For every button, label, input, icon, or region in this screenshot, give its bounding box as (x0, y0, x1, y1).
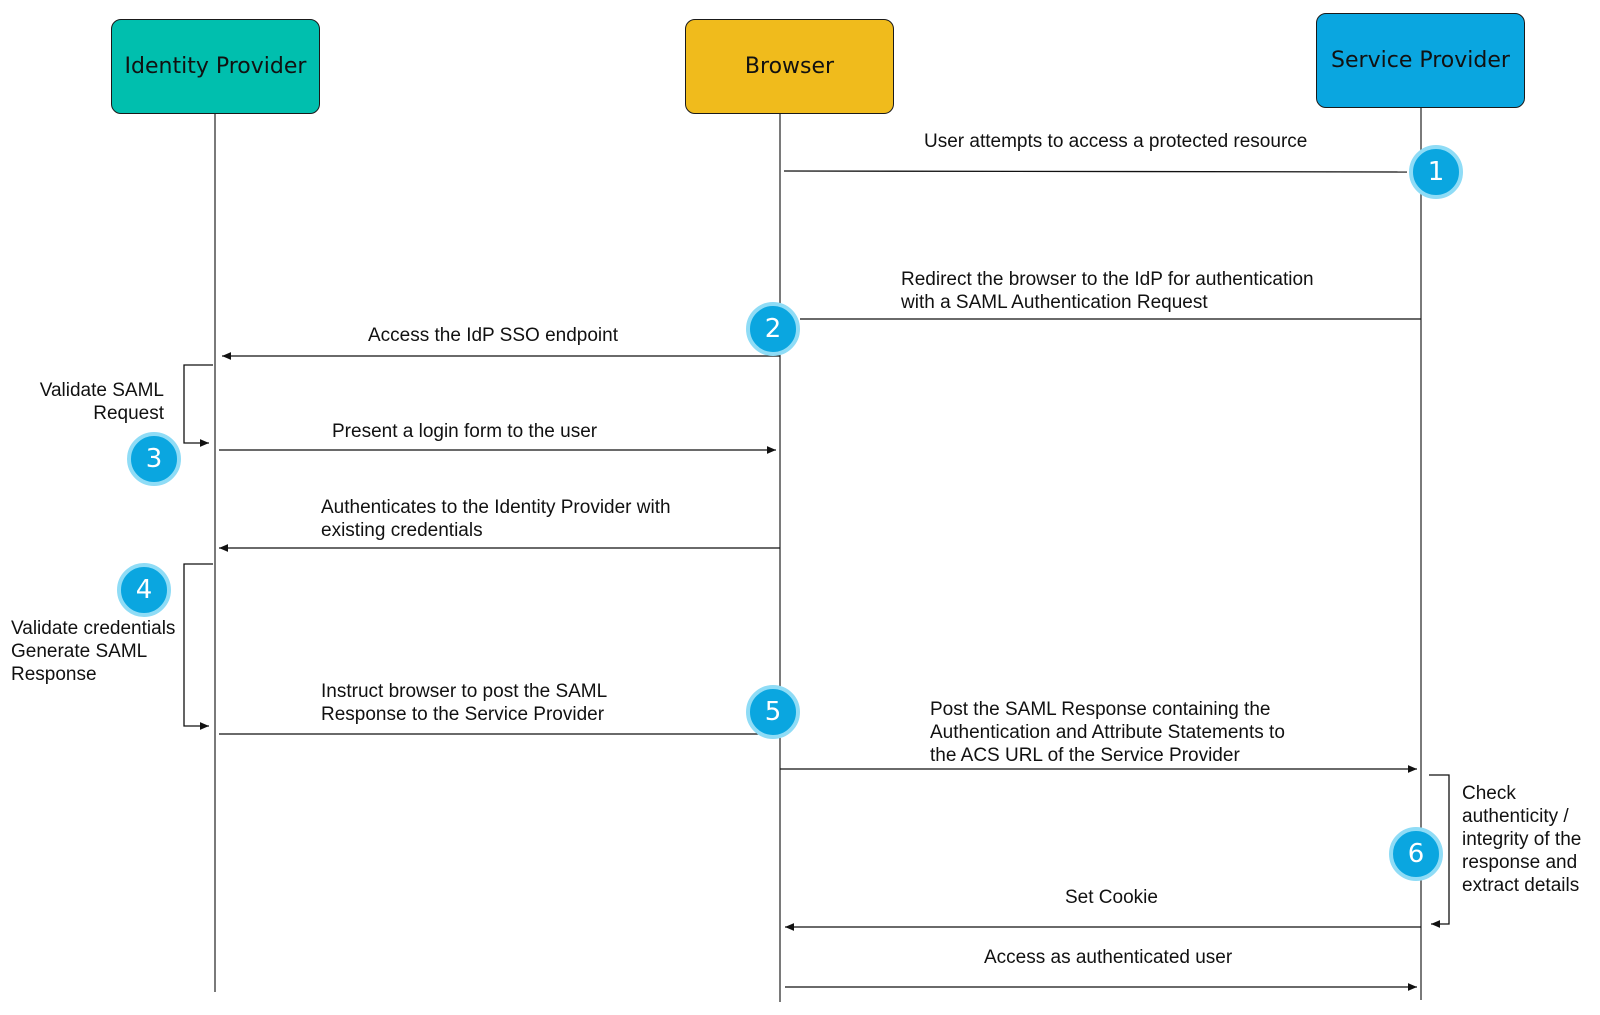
self-call-validate-request (183, 364, 213, 447)
step-badge-3: 3 (127, 432, 181, 486)
step-badge-6: 6 (1389, 827, 1443, 881)
self-call-validate-credentials (183, 563, 213, 730)
message-label-redirect-to-idp: Redirect the browser to the IdP for auth… (901, 269, 1314, 313)
note-check-authenticity: Check authenticity / integrity of the re… (1462, 783, 1582, 896)
step-badge-2: 2 (746, 302, 800, 356)
actor-service-provider: Service Provider (1316, 13, 1525, 108)
message-label-present-login-form: Present a login form to the user (332, 421, 598, 442)
arrow-access-resource (783, 170, 1408, 173)
message-label-post-saml-response: Post the SAML Response containing the Au… (930, 699, 1285, 766)
message-label-set-cookie: Set Cookie (1065, 887, 1158, 908)
actor-browser: Browser (685, 19, 894, 114)
message-label-authenticate: Authenticates to the Identity Provider w… (321, 497, 671, 541)
step-badge-5: 5 (746, 685, 800, 739)
message-label-access-sso-endpoint: Access the IdP SSO endpoint (368, 325, 618, 346)
step-badge-1: 1 (1409, 145, 1463, 199)
actor-identity-provider: Identity Provider (111, 19, 320, 114)
note-validate-credentials: Validate credentials Generate SAML Respo… (11, 618, 176, 685)
message-label-access-authenticated: Access as authenticated user (984, 947, 1233, 968)
step-badge-4: 4 (117, 563, 171, 617)
message-label-instruct-post: Instruct browser to post the SAML Respon… (321, 681, 608, 725)
message-label-access-resource: User attempts to access a protected reso… (924, 131, 1308, 152)
note-validate-saml-request: Validate SAML Request (39, 380, 164, 424)
self-call-check-authenticity (1429, 774, 1450, 928)
